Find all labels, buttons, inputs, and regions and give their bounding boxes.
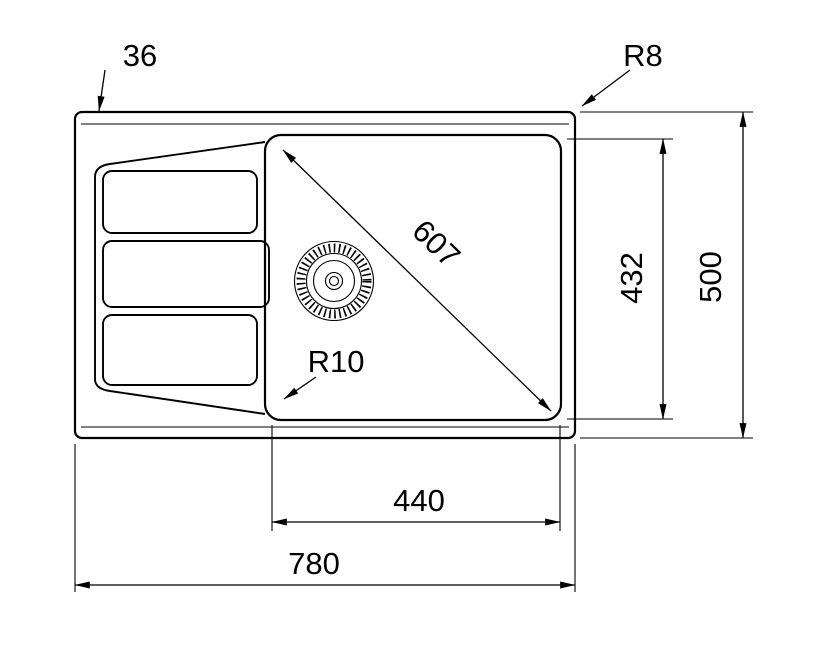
bowl-outline	[263, 133, 563, 422]
bowl-height-label: 432	[614, 252, 649, 304]
rim-dimension-leader	[97, 69, 106, 112]
outer-radius-label: R8	[623, 38, 663, 73]
drainer-groove-middle	[102, 240, 270, 308]
bowl-radius-label: R10	[308, 344, 365, 379]
drainer-outline	[94, 141, 266, 415]
overall-width-label: 780	[288, 546, 340, 581]
rim-dimension-label: 36	[123, 38, 157, 73]
sink-outline	[73, 110, 577, 440]
bowl-radius-leader	[283, 376, 317, 400]
diagonal-dimension-line	[282, 149, 552, 412]
drainer-groove-bottom	[102, 314, 258, 386]
overall-height-label: 500	[693, 251, 728, 303]
bowl-width-label: 440	[393, 483, 445, 518]
drainer-groove-top	[102, 170, 258, 234]
outer-radius-leader	[581, 69, 631, 107]
